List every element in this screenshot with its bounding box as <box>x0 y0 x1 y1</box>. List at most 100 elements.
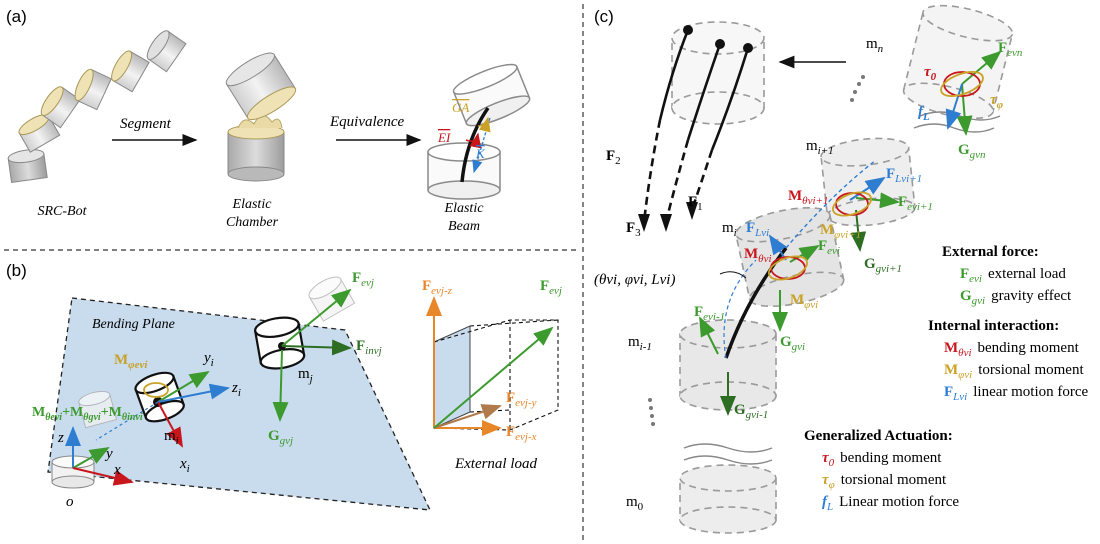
f-evj-ext-label: Fevj <box>540 278 562 297</box>
panel-b-label: (b) <box>6 261 27 280</box>
mi-label-c: mi <box>722 220 737 239</box>
panel-c: (c) <box>594 4 1089 534</box>
tendon-arrowhead-1 <box>638 214 650 232</box>
wavy-connector-1 <box>683 443 773 453</box>
moment-phi-label: Mφevi <box>114 352 148 371</box>
phvi-ring <box>767 255 809 281</box>
ghost-cylinder-b2 <box>308 276 356 322</box>
segment-mj <box>253 316 306 370</box>
elastic-chamber-illustration <box>225 52 297 182</box>
beam-label-2: Beam <box>448 219 480 234</box>
mn-label: mn <box>866 36 884 55</box>
f-evim1-arrow <box>699 316 719 355</box>
g-gvi1-arrow <box>850 209 867 252</box>
mi-y-label: yi <box>202 350 214 369</box>
chamber-label-1: Elastic <box>232 197 273 212</box>
f-evj-z-label: Fevj-z <box>422 278 453 297</box>
external-load-box <box>426 296 559 436</box>
wavy-connector-4 <box>913 123 995 133</box>
taup-label: τφ <box>990 92 1004 111</box>
src-bot-illustration <box>7 30 187 183</box>
g-gvj-arrow <box>272 349 289 422</box>
f-evj-arrow <box>281 288 352 347</box>
beam-label-ga: GA <box>452 100 469 115</box>
origin-y-label: y <box>104 446 113 462</box>
g-gvi1-label: Ggvi+1 <box>864 256 902 275</box>
panel-c-label: (c) <box>594 7 614 26</box>
bending-plane-label: Bending Plane <box>92 317 175 332</box>
origin-x-label: x <box>113 462 121 478</box>
ghost-cylinder-b1 <box>78 390 118 429</box>
elastic-beam-illustration <box>427 63 531 200</box>
external-load-label: External load <box>454 456 538 472</box>
g-gvj-label: Ggvj <box>268 428 293 447</box>
m-phvi1-label: Mφvi+1 <box>820 222 861 241</box>
mim1-label: mi-1 <box>628 334 652 353</box>
chamber-label-2: Chamber <box>226 215 279 230</box>
mi-z-label: zi <box>231 380 241 399</box>
tendon-anchor-1 <box>683 25 693 35</box>
ghost-cylinder-m0 <box>679 464 777 534</box>
g-gvi-label-c: Ggvi <box>780 334 805 353</box>
mi-y-axis <box>157 370 210 403</box>
origin-x-axis <box>72 467 134 486</box>
legend-actuation-title: Generalized Actuation: <box>804 428 953 444</box>
beam-label-1: Elastic <box>444 201 485 216</box>
f-evj-y-label: Fevj-y <box>506 390 537 409</box>
tendon-arrowhead-3 <box>686 202 698 220</box>
f-lvi1-arrow <box>849 176 886 201</box>
origin-y-axis <box>72 447 110 469</box>
tau0-label: τ0 <box>924 64 937 83</box>
moment-sum-label: Mθevi+Mθgvi+Mθinvi <box>32 405 143 423</box>
fl-label: fL <box>918 104 930 123</box>
f-lvi-arrow <box>768 234 787 261</box>
taup-ring <box>940 71 984 97</box>
f-evj-label: Fevj <box>352 270 374 289</box>
f-evj-x-label: Fevj-x <box>506 424 537 443</box>
mi-to-origin-dashed <box>95 401 159 441</box>
f-lvi-label: FLvi <box>746 220 769 239</box>
state-leader <box>719 271 747 279</box>
mi1-label: mi+1 <box>806 138 834 157</box>
panel-a: (a) <box>6 7 531 234</box>
m0-label: m0 <box>626 494 644 513</box>
mi-x-label: xi <box>179 456 190 475</box>
g-gvim1-label: Ggvi-1 <box>734 402 768 421</box>
beam-label-ei: EI <box>437 130 451 145</box>
backbone-dashed <box>785 159 877 249</box>
beam-label-k: K <box>475 146 486 161</box>
f2-label: F2 <box>606 148 621 167</box>
f3-label: F3 <box>626 220 641 239</box>
f-evn-label: Fevn <box>998 40 1023 59</box>
f-evi1-arrow <box>855 192 900 209</box>
tendon-arrowhead-2 <box>660 214 672 232</box>
mj-label: mj <box>298 366 313 385</box>
panel-a-label: (a) <box>6 7 27 26</box>
equivalence-arrow-label: Equivalence <box>329 114 404 130</box>
legend-external-title: External force: <box>942 244 1039 260</box>
f-evn-arrow <box>961 50 1002 85</box>
tendon-anchor-2 <box>715 39 725 49</box>
origin-o-label: o <box>66 494 74 510</box>
ellipsis-dots-bottom <box>648 398 655 426</box>
mi-z-axis <box>157 383 230 403</box>
m-thvi1-label: Mθvi+1 <box>788 188 828 207</box>
tendon-anchor-3 <box>743 43 753 53</box>
origin-z-label: z <box>57 430 64 446</box>
legend-internal-title: Internal interaction: <box>928 318 1059 334</box>
segment-arrow-label: Segment <box>120 116 172 132</box>
f-evi-arrow <box>789 245 820 263</box>
m-phvi-label: Mφvi <box>790 292 818 311</box>
g-gvn-label: Ggvn <box>958 142 986 161</box>
f-invj-arrow <box>281 339 352 356</box>
f-invj-label: Finvj <box>356 338 382 357</box>
